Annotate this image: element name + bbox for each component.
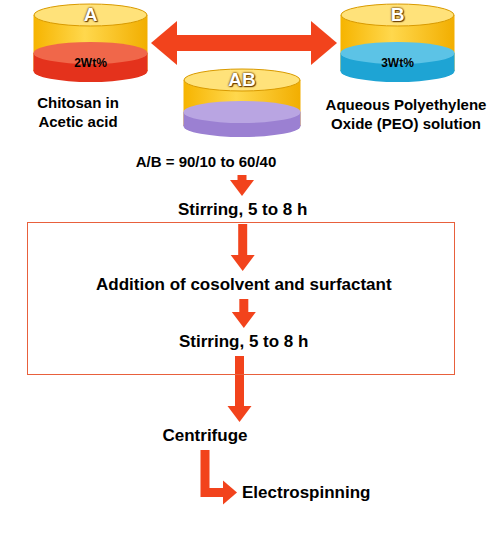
beaker-b: B3Wt%Aqueous Polyethylene Oxide (PEO) so… bbox=[340, 3, 455, 83]
step-label: Addition of cosolvent and surfactant bbox=[94, 273, 394, 296]
beaker-label: B bbox=[340, 4, 455, 25]
flow-arrow bbox=[205, 450, 237, 505]
arrow-head bbox=[231, 255, 255, 271]
flow-arrow bbox=[228, 356, 252, 422]
step-text: Centrifuge bbox=[161, 424, 250, 447]
beaker-label: A bbox=[33, 4, 148, 25]
flow-arrow bbox=[232, 299, 256, 328]
arrow-shaft bbox=[239, 299, 248, 313]
flow-arrow bbox=[231, 224, 255, 271]
step-label: Electrospinning bbox=[240, 481, 372, 504]
step-text: Stirring, 5 to 8 h bbox=[177, 330, 310, 353]
arrow-shaft bbox=[205, 450, 224, 493]
process-box: Addition of cosolvent and surfactantStir… bbox=[27, 222, 455, 375]
step-text: Stirring, 5 to 8 h bbox=[176, 198, 309, 221]
step-label: Stirring, 5 to 8 h bbox=[177, 330, 310, 353]
step-text: Electrospinning bbox=[240, 481, 372, 504]
liquid-surface bbox=[184, 101, 301, 123]
arrow-head bbox=[223, 481, 237, 505]
step-label: Centrifuge bbox=[161, 424, 250, 447]
beaker-rim bbox=[184, 69, 300, 91]
beaker-label: AB bbox=[183, 69, 301, 90]
concentration-label: 2Wt% bbox=[33, 56, 148, 71]
ratio-label: A/B = 90/10 to 60/40 bbox=[86, 153, 326, 171]
step-label: Stirring, 5 to 8 h bbox=[176, 198, 309, 221]
flow-arrow bbox=[230, 175, 254, 196]
beaker-ab: ABA/B = 90/10 to 60/40 bbox=[183, 68, 301, 172]
arrow-shaft bbox=[235, 356, 244, 407]
arrow-shaft bbox=[176, 35, 312, 51]
step-text: Addition of cosolvent and surfactant bbox=[94, 273, 394, 296]
beaker-a: A2Wt%Chitosan in Acetic acid bbox=[33, 3, 148, 83]
solution-caption: Aqueous Polyethylene Oxide (PEO) solutio… bbox=[319, 95, 493, 133]
flow-arrow bbox=[151, 21, 337, 65]
arrow-head bbox=[228, 406, 252, 422]
arrow-head bbox=[151, 21, 177, 65]
arrow-head bbox=[232, 312, 256, 328]
solution-caption: Chitosan in Acetic acid bbox=[22, 93, 134, 131]
concentration-label: 3Wt% bbox=[340, 56, 455, 71]
beaker-rim bbox=[34, 4, 147, 26]
arrow-shaft bbox=[238, 224, 247, 256]
arrow-head bbox=[230, 180, 254, 196]
arrow-head bbox=[311, 21, 337, 65]
beaker-rim bbox=[341, 4, 454, 26]
